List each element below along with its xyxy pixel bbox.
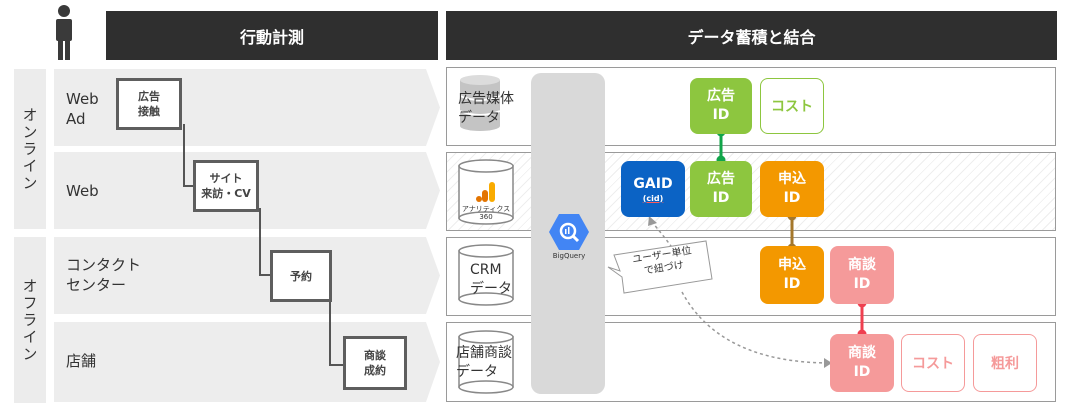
cost-box-store: コスト bbox=[901, 334, 965, 392]
callout-user-join: ユーザー単位 で紐づけ bbox=[606, 237, 718, 299]
step-ad-contact: 広告 接触 bbox=[116, 78, 182, 130]
gaid-box: GAID (cid) bbox=[621, 161, 685, 217]
row-label-web-ad: Web Ad bbox=[66, 90, 99, 128]
step-connector bbox=[329, 297, 344, 366]
source-ad-media-data: 広告媒体 データ bbox=[458, 91, 514, 126]
deal-id-box-crm: 商談 ID bbox=[830, 246, 894, 304]
ad-id-box: 広告 ID bbox=[690, 78, 752, 134]
analytics-icon bbox=[475, 181, 497, 203]
database-icon bbox=[457, 159, 515, 225]
bigquery-label: BigQuery bbox=[552, 252, 586, 260]
row-label-web: Web bbox=[66, 182, 99, 200]
row-label-contact-center: コンタクト センター bbox=[66, 256, 142, 294]
row-chevron-contact-center bbox=[54, 237, 440, 314]
arrow-head bbox=[648, 216, 657, 226]
arrow-head bbox=[824, 358, 832, 368]
step-connector bbox=[183, 124, 195, 187]
side-group-online: オンライン bbox=[14, 69, 46, 229]
database-icon bbox=[457, 244, 515, 306]
source-crm-data: CRM データ bbox=[470, 262, 512, 297]
dotted-arrow-deal bbox=[681, 291, 829, 364]
apply-id-box-web: 申込 ID bbox=[760, 161, 824, 217]
step-connector bbox=[259, 208, 272, 276]
person-icon bbox=[53, 4, 75, 60]
gaid-label: GAID bbox=[633, 175, 673, 192]
header-data-accumulation: データ蓄積と結合 bbox=[446, 11, 1057, 60]
gaid-sub-label: (cid) bbox=[642, 193, 664, 203]
analytics-label: アナリティクス 360 bbox=[461, 205, 511, 221]
row-label-store: 店舗 bbox=[66, 352, 97, 370]
step-site-visit-cv: サイト 来訪・CV bbox=[193, 160, 259, 212]
cost-box-ad: コスト bbox=[760, 78, 824, 134]
ad-id-box-web: 広告 ID bbox=[690, 161, 752, 217]
bigquery-icon bbox=[549, 213, 589, 251]
gross-profit-box: 粗利 bbox=[973, 334, 1037, 392]
header-behavior-measurement: 行動計測 bbox=[106, 11, 438, 60]
deal-id-box-store: 商談 ID bbox=[830, 334, 894, 392]
database-icon bbox=[458, 74, 502, 132]
apply-id-box-crm: 申込 ID bbox=[760, 246, 824, 304]
step-deal-closed: 商談 成約 bbox=[343, 336, 407, 390]
database-icon bbox=[457, 330, 515, 394]
source-store-deal-data: 店舗商談 データ bbox=[456, 345, 512, 380]
side-group-offline: オフライン bbox=[14, 237, 46, 403]
step-reservation: 予約 bbox=[270, 250, 332, 302]
